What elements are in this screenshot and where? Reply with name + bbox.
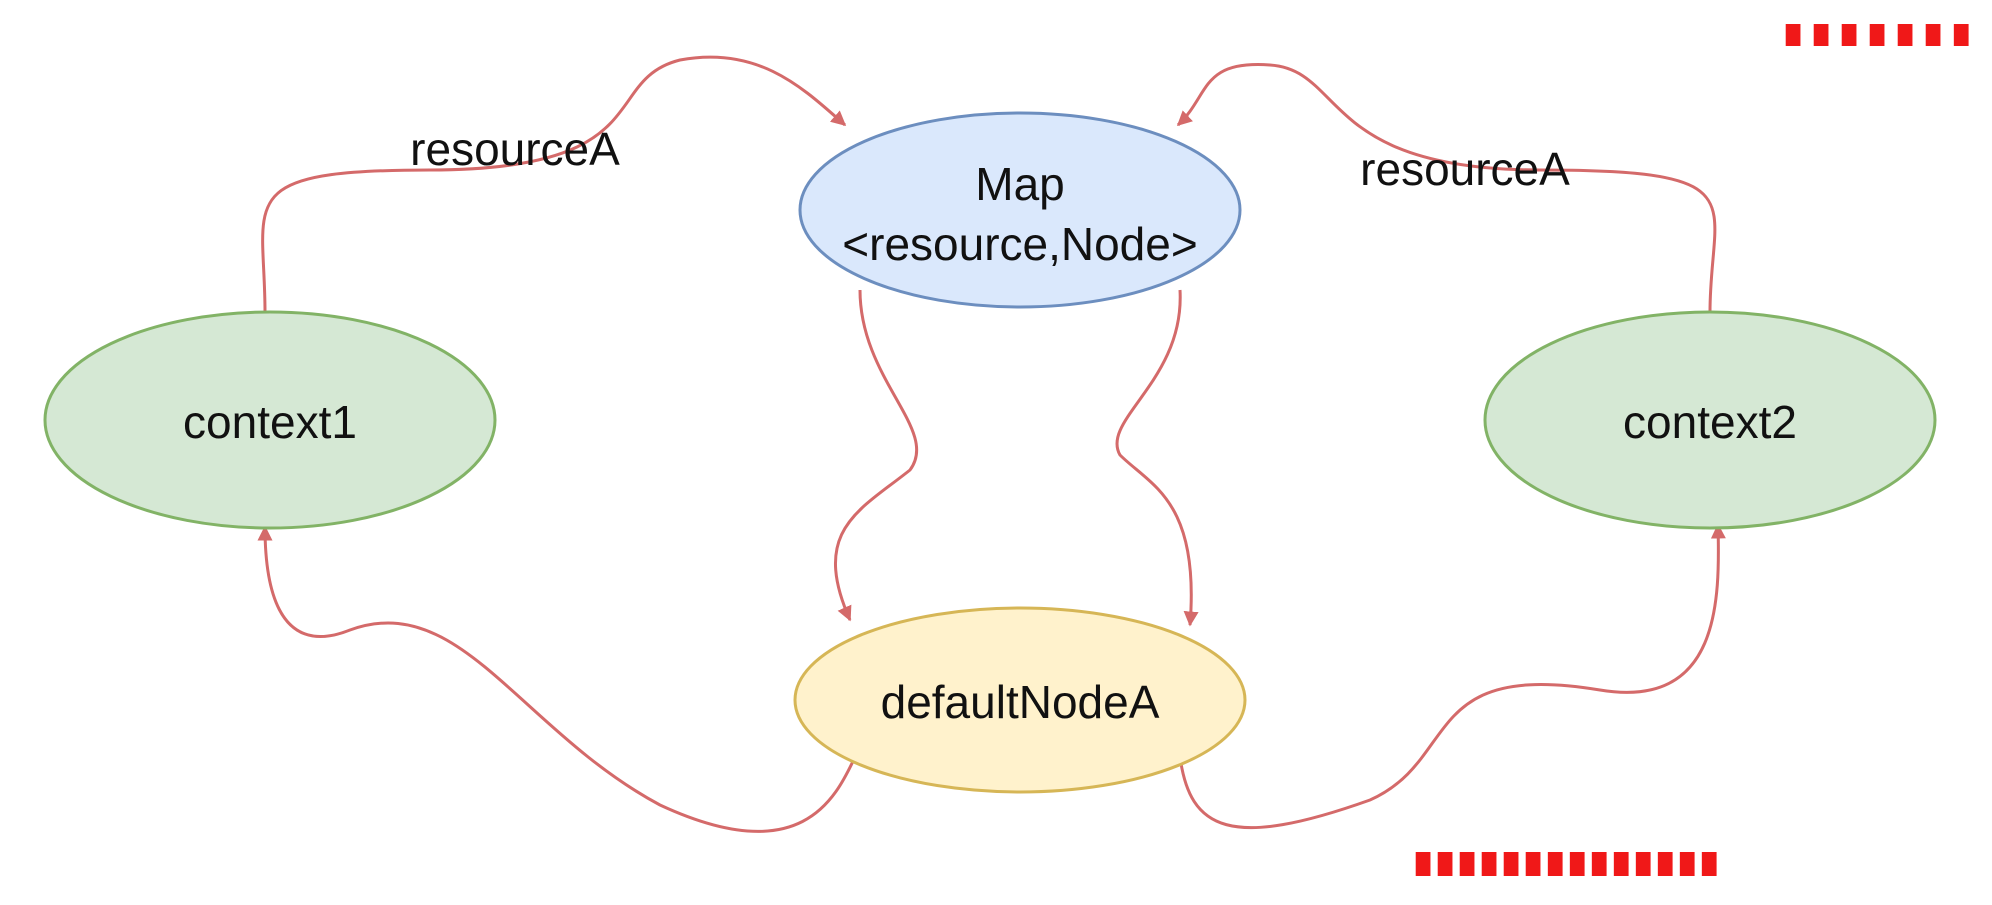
context1-label: context1 <box>183 396 357 448</box>
context2-label: context2 <box>1623 396 1797 448</box>
edge-label-left: resourceA <box>410 123 620 175</box>
edge-default-to-context2 <box>1180 525 1718 828</box>
edge-default-to-context1 <box>265 527 855 831</box>
edge-context1-to-map <box>263 57 845 312</box>
map-node-type: <resource,Node> <box>842 218 1197 270</box>
watermark-top: ▮▮▮▮▮▮▮ <box>1782 24 1992 50</box>
edge-label-right: resourceA <box>1360 143 1570 195</box>
default-node-label: defaultNodeA <box>881 676 1160 728</box>
map-node <box>800 113 1240 307</box>
edge-map-to-default-right <box>1117 290 1191 625</box>
edge-map-to-default-left <box>835 290 916 620</box>
watermark-bottom: ▮▮▮▮▮▮▮▮▮▮▮▮▮▮ <box>1412 852 1992 880</box>
map-node-title: Map <box>975 158 1064 210</box>
